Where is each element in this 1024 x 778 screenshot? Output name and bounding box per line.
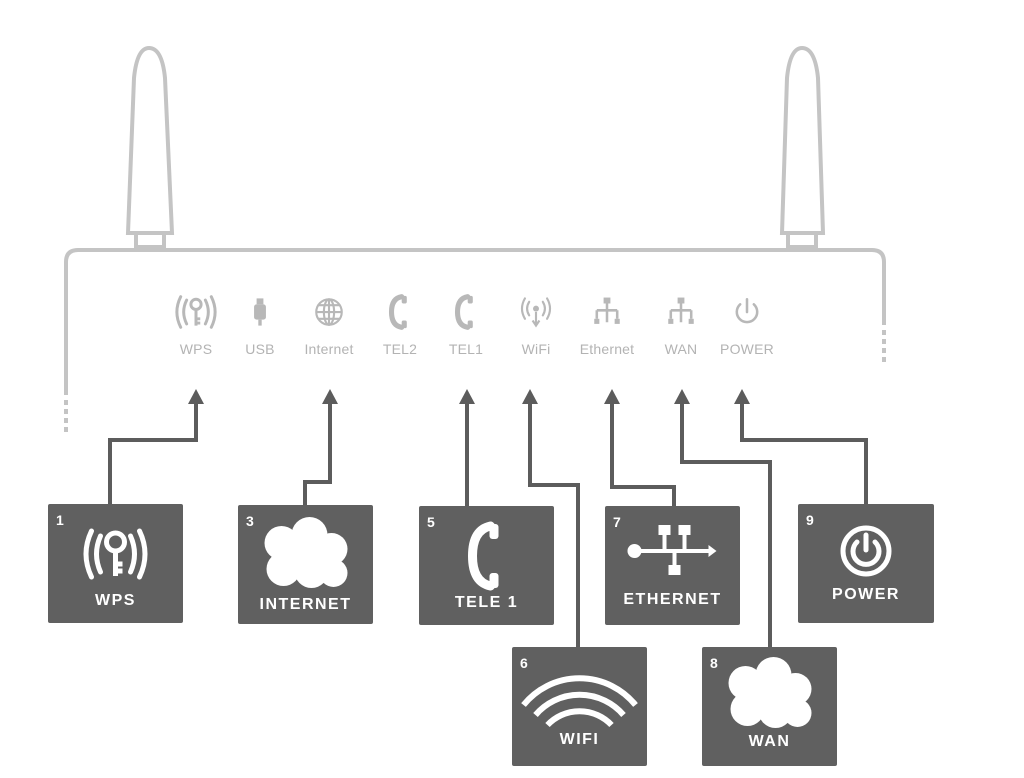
box-cloud-icon bbox=[728, 657, 812, 728]
connector-line bbox=[303, 400, 332, 506]
router-body bbox=[64, 248, 886, 395]
panel-label-tel1: TEL1 bbox=[448, 341, 484, 357]
box-power-icon bbox=[840, 525, 892, 577]
panel-label-usb: USB bbox=[245, 341, 275, 357]
box-wps-icon bbox=[83, 528, 148, 580]
connector-line bbox=[528, 400, 580, 650]
box-title: WIFI bbox=[559, 731, 600, 748]
box-number: 8 bbox=[710, 655, 718, 671]
box-title: WPS bbox=[95, 592, 136, 609]
connector-arrow bbox=[674, 389, 690, 404]
connector-arrow bbox=[734, 389, 750, 404]
connector-arrow bbox=[459, 389, 475, 404]
panel-power-icon bbox=[735, 297, 759, 324]
connector-arrow bbox=[322, 389, 338, 404]
panel-label-wan: WAN bbox=[664, 341, 698, 357]
box-title: TELE 1 bbox=[454, 594, 519, 611]
box-network-icon bbox=[627, 525, 717, 575]
panel-label-wifi: WiFi bbox=[521, 341, 551, 357]
box-number: 3 bbox=[246, 513, 254, 529]
left-antenna bbox=[125, 45, 175, 235]
panel-globe-icon bbox=[315, 298, 343, 326]
panel-usb-icon bbox=[254, 298, 266, 326]
connector-arrow bbox=[522, 389, 538, 404]
box-wifi-icon bbox=[521, 675, 638, 728]
box-title: POWER bbox=[832, 586, 900, 603]
panel-label-ethernet: Ethernet bbox=[579, 341, 635, 357]
box-number: 9 bbox=[806, 512, 814, 528]
panel-network-icon bbox=[594, 297, 620, 324]
right-antenna-base bbox=[786, 231, 818, 249]
connector-line bbox=[740, 400, 868, 506]
panel-label-wps: WPS bbox=[179, 341, 213, 357]
panel-label-internet: Internet bbox=[304, 341, 354, 357]
panel-label-tel2: TEL2 bbox=[382, 341, 418, 357]
right-antenna bbox=[779, 45, 826, 235]
panel-label-power: POWER bbox=[720, 341, 774, 357]
connector-arrow bbox=[604, 389, 620, 404]
panel-antenna-icon bbox=[520, 297, 552, 328]
panel-wps-icon bbox=[175, 295, 217, 329]
box-number: 5 bbox=[427, 514, 435, 530]
left-antenna-base bbox=[134, 231, 166, 249]
box-title: INTERNET bbox=[259, 596, 352, 613]
box-phone-icon bbox=[467, 521, 499, 591]
box-number: 1 bbox=[56, 512, 64, 528]
connector-line bbox=[610, 400, 676, 506]
box-title: ETHERNET bbox=[623, 591, 722, 608]
connector-arrow bbox=[188, 389, 204, 404]
panel-phone-icon bbox=[454, 294, 473, 330]
box-cloud-icon bbox=[264, 517, 348, 588]
connector-line bbox=[680, 400, 772, 648]
box-number: 6 bbox=[520, 655, 528, 671]
panel-network-icon bbox=[668, 297, 694, 324]
box-number: 7 bbox=[613, 514, 621, 530]
panel-phone-icon bbox=[388, 294, 407, 330]
connector-line bbox=[108, 400, 198, 505]
box-title: WAN bbox=[748, 733, 791, 750]
